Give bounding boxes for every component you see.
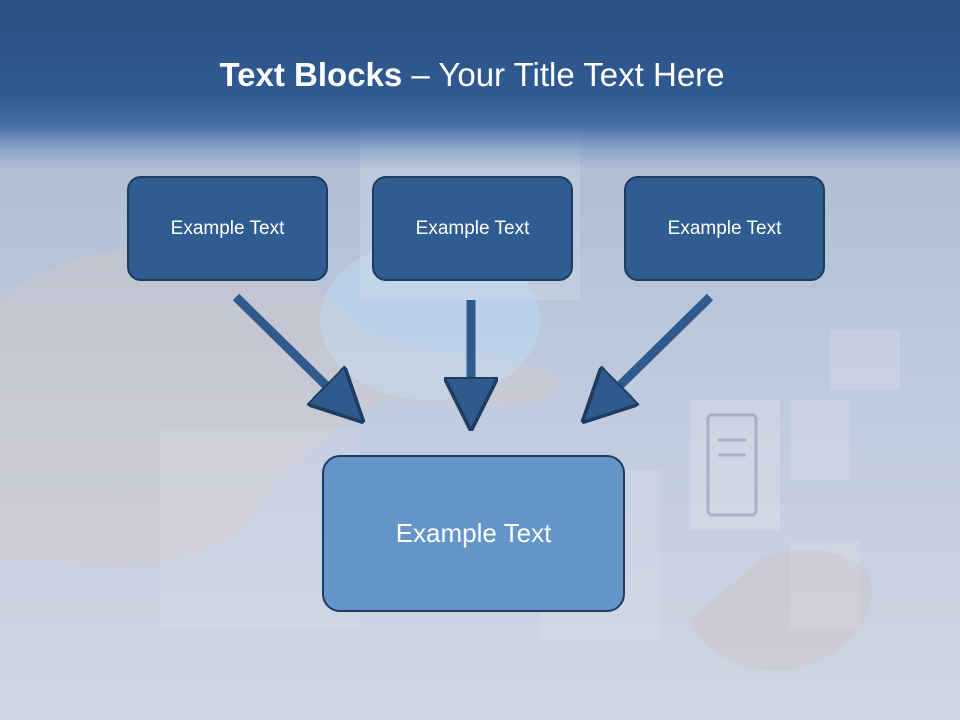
result-block-label: Example Text [395, 518, 552, 548]
text-block-2[interactable]: Example Text [372, 176, 573, 281]
text-block-2-label: Example Text [415, 217, 530, 239]
result-block[interactable]: Example Text [322, 455, 625, 612]
text-block-1-label: Example Text [170, 217, 285, 239]
header-band [0, 0, 960, 170]
text-block-1[interactable]: Example Text [127, 176, 328, 281]
title-rest-part: – Your Title Text Here [402, 56, 725, 93]
title-bold-part: Text Blocks [219, 56, 403, 93]
text-block-3-label: Example Text [667, 217, 782, 239]
text-block-3[interactable]: Example Text [624, 176, 825, 281]
slide-title: Text Blocks – Your Title Text Here [0, 56, 944, 94]
arrow-left [232, 293, 346, 405]
arrow-right [600, 293, 714, 405]
